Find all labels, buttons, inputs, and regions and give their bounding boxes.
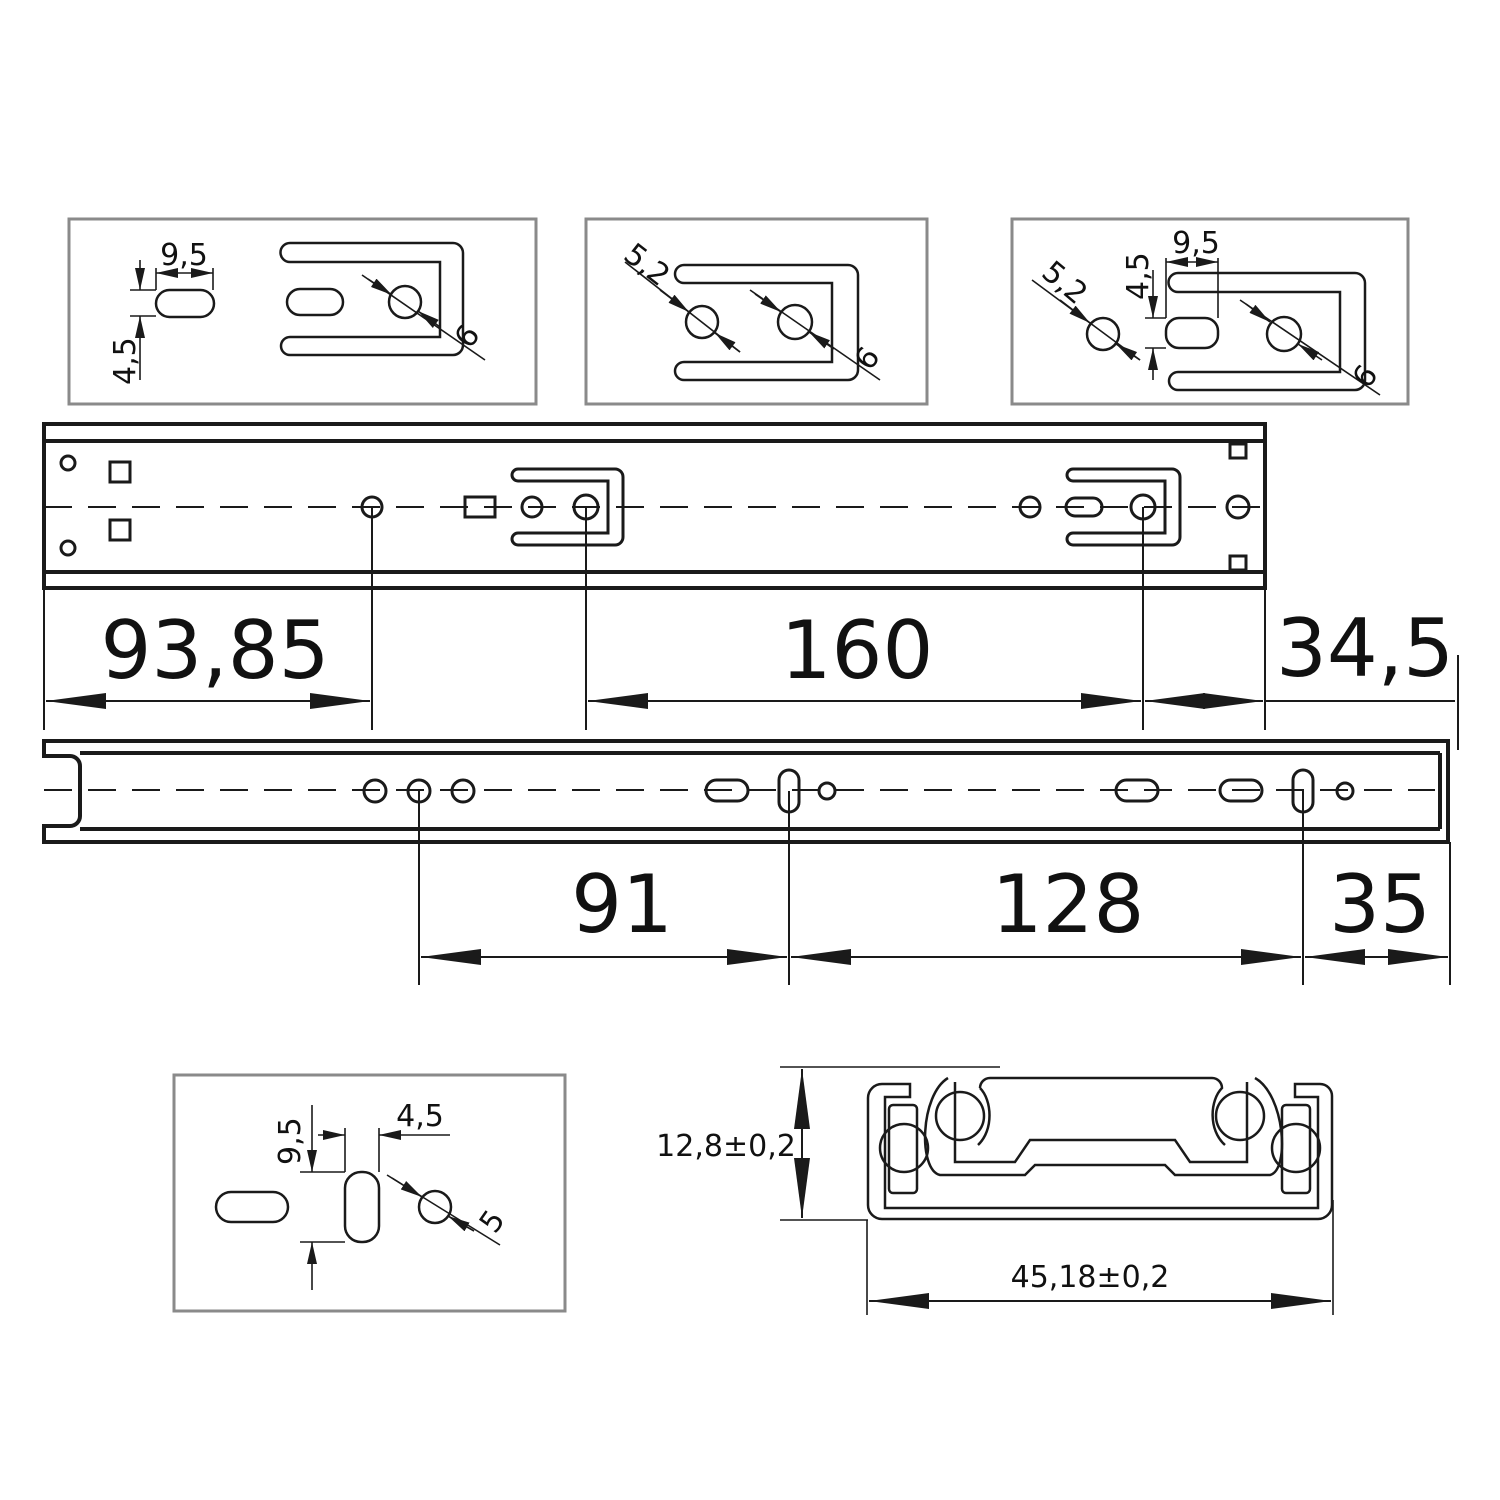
detail-view-a: 9,5 4,5 6 xyxy=(67,217,538,406)
detail-view-d: 4,5 9,5 5 xyxy=(172,1073,567,1313)
dim-bottom-right: 35 xyxy=(1329,858,1431,951)
dim-hole-diameter: 6 xyxy=(448,319,488,355)
dim-hole-small: 5,2 xyxy=(617,237,676,294)
top-rail xyxy=(42,422,1267,590)
dim-slot-width: 4,5 xyxy=(396,1099,444,1134)
bottom-rail-dimensions: 91 128 35 xyxy=(418,791,1451,985)
dim-top-middle: 160 xyxy=(781,604,934,697)
dim-slot-width: 4,5 xyxy=(1121,252,1156,300)
dim-bottom-middle: 128 xyxy=(992,858,1145,951)
dim-hole-diameter: 6 xyxy=(848,341,888,377)
dim-slot-length: 9,5 xyxy=(273,1117,308,1165)
dim-profile-width: 45,18±0,2 xyxy=(1011,1260,1170,1295)
detail-view-c: 5,2 9,5 4,5 6 xyxy=(1010,217,1410,406)
dim-hole-diameter: 5 xyxy=(473,1204,513,1240)
dim-profile-height: 12,8±0,2 xyxy=(656,1129,796,1164)
profile-cross-section: 12,8±0,2 45,18±0,2 xyxy=(656,1066,1334,1315)
top-rail-dimensions: 93,85 160 34,5 xyxy=(43,507,1459,750)
dim-slot-length: 9,5 xyxy=(1172,226,1220,261)
dim-slot-width: 4,5 xyxy=(108,337,143,385)
detail-view-b: 5,2 6 xyxy=(584,217,929,406)
dim-top-right: 34,5 xyxy=(1276,602,1454,695)
dim-hole-small: 5,2 xyxy=(1035,254,1094,311)
bottom-rail xyxy=(42,739,1450,844)
dim-top-left: 93,85 xyxy=(100,604,329,697)
dim-bottom-left: 91 xyxy=(571,858,673,951)
dim-slot-length: 9,5 xyxy=(160,238,208,273)
